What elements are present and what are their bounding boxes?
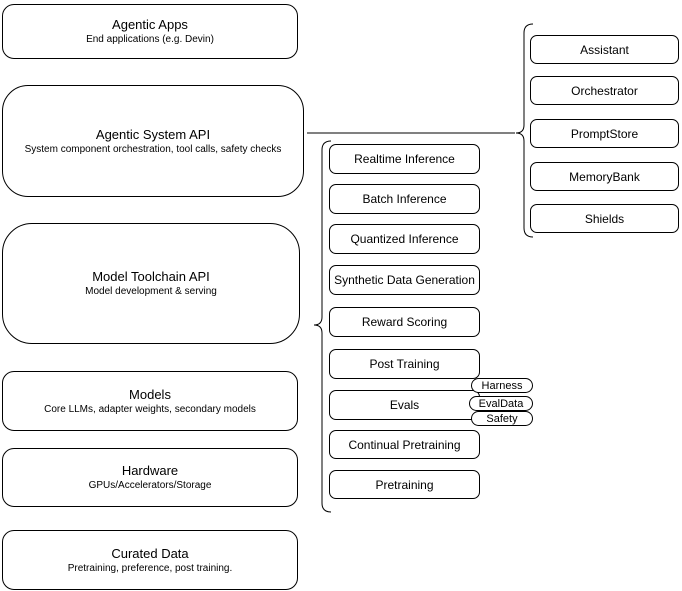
node-title: Models <box>129 386 171 402</box>
tag-evaldata[interactable]: EvalData <box>469 396 533 411</box>
node-post-training[interactable]: Post Training <box>329 349 480 379</box>
node-evals[interactable]: Evals <box>329 390 480 420</box>
node-reward-scoring[interactable]: Reward Scoring <box>329 307 480 337</box>
node-batch-inference[interactable]: Batch Inference <box>329 184 480 214</box>
node-title: Agentic Apps <box>112 17 188 32</box>
node-quantized-inference[interactable]: Quantized Inference <box>329 224 480 254</box>
tag-safety[interactable]: Safety <box>471 411 533 426</box>
node-model-toolchain-api[interactable]: Model Toolchain API Model development & … <box>2 223 300 344</box>
node-pretraining[interactable]: Pretraining <box>329 470 480 499</box>
node-orchestrator[interactable]: Orchestrator <box>530 76 679 105</box>
node-subtitle: End applications (e.g. Devin) <box>86 34 214 45</box>
node-promptstore[interactable]: PromptStore <box>530 119 679 148</box>
node-subtitle: Core LLMs, adapter weights, secondary mo… <box>44 403 256 415</box>
node-title: Model Toolchain API <box>92 269 210 284</box>
node-subtitle: Model development & serving <box>85 286 217 297</box>
node-curated-data[interactable]: Curated Data Pretraining, preference, po… <box>2 530 298 590</box>
node-agentic-system-api[interactable]: Agentic System API System component orch… <box>2 85 304 197</box>
node-subtitle: System component orchestration, tool cal… <box>24 143 282 155</box>
node-synthetic-data-generation[interactable]: Synthetic Data Generation <box>329 265 480 295</box>
tag-harness[interactable]: Harness <box>471 378 533 393</box>
node-memorybank[interactable]: MemoryBank <box>530 162 679 191</box>
node-title: Curated Data <box>111 545 189 561</box>
node-models[interactable]: Models Core LLMs, adapter weights, secon… <box>2 371 298 431</box>
node-realtime-inference[interactable]: Realtime Inference <box>329 144 480 174</box>
node-title: Agentic System API <box>95 126 211 142</box>
node-shields[interactable]: Shields <box>530 204 679 233</box>
node-assistant[interactable]: Assistant <box>530 35 679 64</box>
node-agentic-apps[interactable]: Agentic Apps End applications (e.g. Devi… <box>2 4 298 59</box>
node-subtitle: Pretraining, preference, post training. <box>67 562 233 574</box>
node-subtitle: GPUs/Accelerators/Storage <box>88 480 212 491</box>
node-continual-pretraining[interactable]: Continual Pretraining <box>329 430 480 459</box>
node-hardware[interactable]: Hardware GPUs/Accelerators/Storage <box>2 448 298 507</box>
node-title: Hardware <box>121 463 179 478</box>
